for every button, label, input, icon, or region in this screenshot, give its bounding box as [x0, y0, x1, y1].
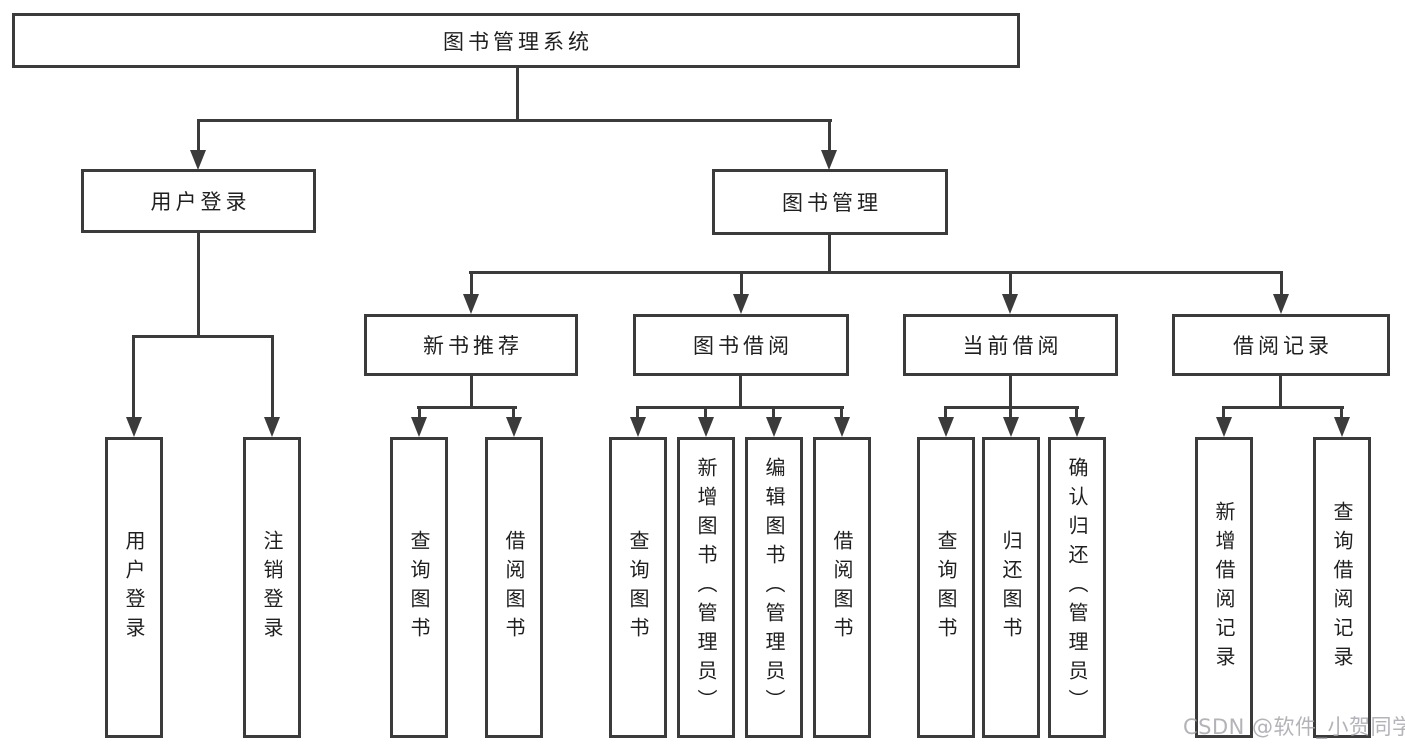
connector-drop-book-management — [828, 119, 831, 152]
connector-drop-current-borrow — [1009, 271, 1012, 296]
leaf-records-query-record: 查询借阅记录 — [1313, 437, 1371, 738]
arrowhead-leaf-logout — [264, 417, 280, 437]
connector-drop-nb-query — [418, 406, 421, 419]
arrowhead-nb-borrow — [506, 417, 522, 437]
node-borrowing-records: 借阅记录 — [1172, 314, 1390, 376]
connector-drop-new-book — [470, 271, 473, 296]
connector-drop-leaf-logout — [271, 335, 274, 417]
connector-bookmgmt-rail — [469, 271, 1282, 274]
leaf-logout: 注销登录 — [243, 437, 301, 738]
connector-drop-bb-edit — [772, 406, 775, 419]
arrowhead-book-borrow — [733, 294, 749, 314]
connector-bookborrow-rail — [636, 406, 844, 409]
leaf-borrowing-query-books: 查询图书 — [609, 437, 667, 738]
leaf-user-login: 用户登录 — [105, 437, 163, 738]
node-book-borrowing: 图书借阅 — [633, 314, 849, 376]
leaf-current-query-books: 查询图书 — [917, 437, 975, 738]
connector-drop-br-add — [1222, 406, 1225, 419]
node-library-management-system: 图书管理系统 — [12, 13, 1020, 68]
leaf-newbook-query-books: 查询图书 — [390, 437, 448, 738]
connector-root-stem — [516, 67, 519, 120]
connector-drop-bb-borrow — [840, 406, 843, 419]
connector-drop-leaf-user-login — [132, 335, 135, 417]
connector-drop-cb-confirm — [1075, 406, 1078, 419]
node-book-management-branch: 图书管理 — [712, 169, 948, 235]
connector-bookborrow-stem — [739, 376, 742, 408]
arrowhead-bb-query — [630, 417, 646, 437]
arrowhead-cb-confirm — [1069, 417, 1085, 437]
leaf-current-confirm-return-admin: 确认归还（管理员） — [1048, 437, 1106, 738]
arrowhead-nb-query — [411, 417, 427, 437]
connector-drop-br-query — [1340, 406, 1343, 419]
connector-drop-nb-borrow — [512, 406, 515, 419]
connector-newbook-rail — [417, 406, 517, 409]
connector-userlogin-stem — [197, 233, 200, 337]
arrowhead-bb-edit — [766, 417, 782, 437]
node-user-login-branch: 用户登录 — [81, 169, 316, 233]
arrowhead-bb-borrow — [834, 417, 850, 437]
connector-drop-user-login — [197, 119, 200, 152]
connector-root-rail — [197, 119, 832, 122]
node-current-borrowing: 当前借阅 — [903, 314, 1118, 376]
arrowhead-bb-add — [698, 417, 714, 437]
connector-bookmgmt-stem — [828, 235, 831, 274]
connector-newbook-stem — [470, 376, 473, 408]
connector-drop-bb-query — [636, 406, 639, 419]
arrowhead-book-management — [821, 150, 837, 170]
leaf-current-return-books: 归还图书 — [982, 437, 1040, 738]
arrowhead-leaf-user-login — [126, 417, 142, 437]
arrowhead-cb-query — [938, 417, 954, 437]
node-new-book-recommendation: 新书推荐 — [364, 314, 578, 376]
arrowhead-new-book — [463, 294, 479, 314]
connector-userlogin-rail — [133, 335, 274, 338]
connector-drop-cb-return — [1009, 406, 1012, 419]
connector-records-stem — [1279, 376, 1282, 408]
arrowhead-br-add — [1216, 417, 1232, 437]
leaf-newbook-borrow-books: 借阅图书 — [485, 437, 543, 738]
arrowhead-borrow-records — [1273, 294, 1289, 314]
connector-drop-cb-query — [944, 406, 947, 419]
leaf-borrowing-add-books-admin: 新增图书（管理员） — [677, 437, 735, 738]
connector-drop-bb-add — [704, 406, 707, 419]
leaf-records-add-record: 新增借阅记录 — [1195, 437, 1253, 738]
arrowhead-br-query — [1334, 417, 1350, 437]
arrowhead-user-login — [190, 150, 206, 170]
leaf-borrowing-borrow-books: 借阅图书 — [813, 437, 871, 738]
arrowhead-cb-return — [1003, 417, 1019, 437]
csdn-watermark: CSDN @软件_小贺同学 — [1183, 715, 1405, 739]
connector-currentborrow-stem — [1009, 376, 1012, 408]
connector-drop-borrow-records — [1280, 271, 1283, 296]
arrowhead-current-borrow — [1002, 294, 1018, 314]
leaf-borrowing-edit-books-admin: 编辑图书（管理员） — [745, 437, 803, 738]
connector-drop-book-borrow — [740, 271, 743, 296]
connector-records-rail — [1222, 406, 1344, 409]
